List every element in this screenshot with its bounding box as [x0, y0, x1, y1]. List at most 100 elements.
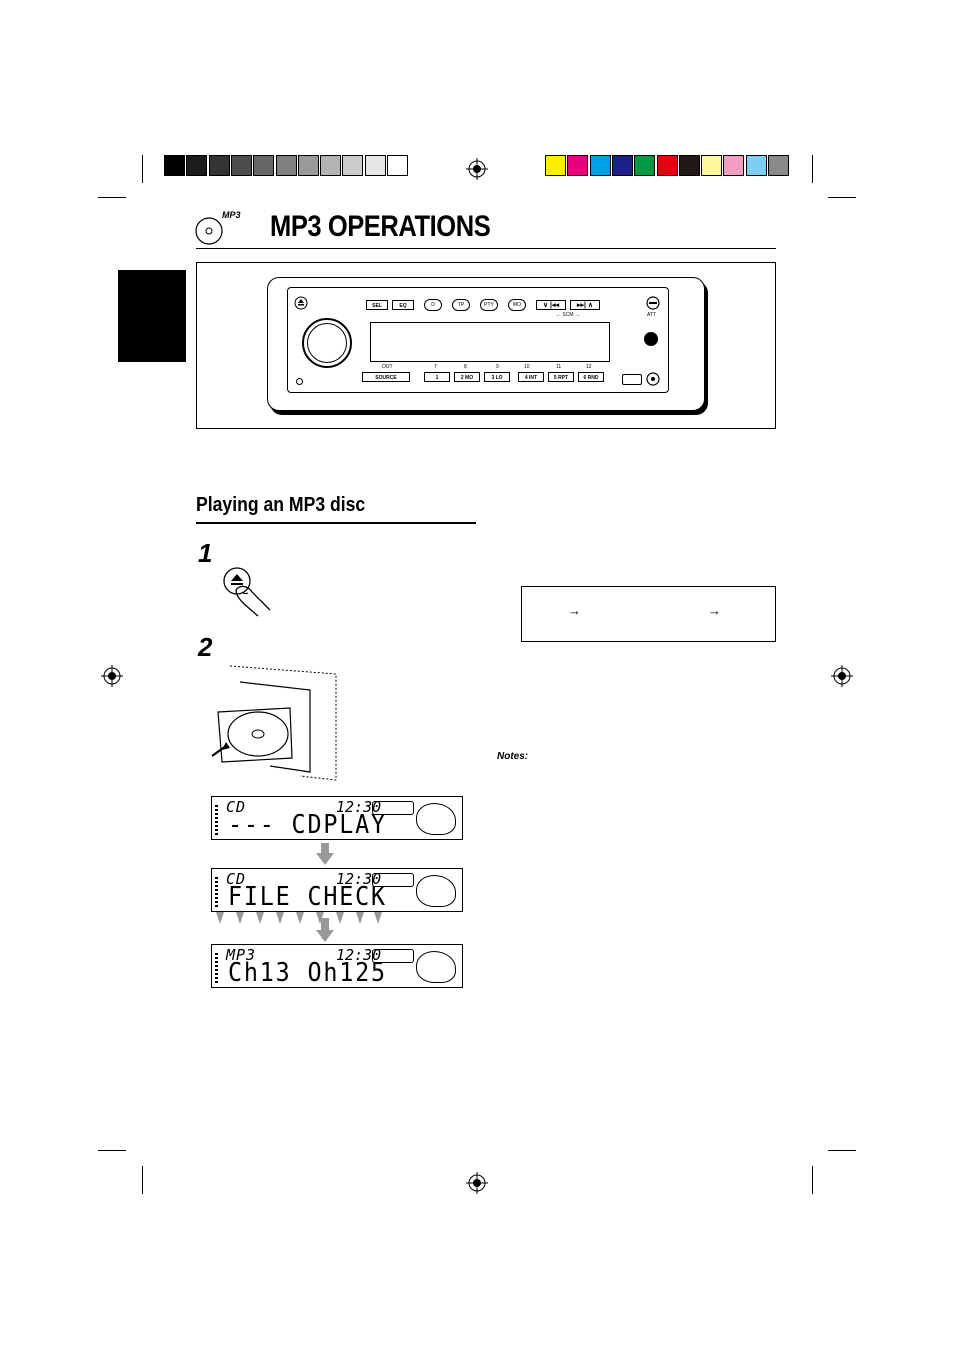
color-swatch	[656, 155, 678, 176]
crop-mark	[98, 1150, 126, 1151]
color-swatch	[208, 155, 230, 176]
preset-button-5: 5 RPT	[548, 372, 574, 382]
section-underline	[196, 522, 476, 524]
page-title: MP3 OPERATIONS	[270, 210, 491, 243]
d-button: D	[424, 299, 442, 311]
crop-mark	[98, 197, 126, 198]
color-swatch	[701, 155, 723, 176]
flow-down-arrow-head	[316, 930, 334, 942]
eject-icon	[294, 296, 308, 310]
lcd-main-text: --- CDPLAY	[228, 810, 387, 840]
lcd-main-text: Ch13 Oh125	[228, 958, 387, 988]
mp3-disc-logo: MP3	[194, 210, 252, 246]
preset-label: 7	[434, 364, 437, 370]
flow-arrow: →	[708, 603, 721, 618]
color-swatch	[186, 155, 208, 176]
level-meter	[215, 877, 218, 907]
indicator-led	[296, 378, 303, 385]
lcd-display-cdplay: CD 12:30 --- CDPLAY	[211, 796, 463, 840]
lcd-indicators	[372, 949, 414, 963]
lcd-clock: 12:30	[336, 946, 382, 964]
flow-arrow: →	[568, 603, 581, 618]
seek-up-button: ▸▸| ∧	[570, 300, 600, 310]
preset-label: 11	[556, 364, 562, 370]
att-label: ATT	[647, 312, 657, 318]
preset-label: 12	[586, 364, 592, 370]
color-swatch	[611, 155, 633, 176]
release-button-icon	[646, 372, 660, 386]
crop-mark	[828, 197, 856, 198]
source-flow-box: → →	[521, 586, 776, 642]
color-swatch	[387, 155, 408, 176]
disc-insert-icon	[211, 665, 337, 781]
eq-button: EQ	[392, 300, 414, 310]
aux-jack	[644, 332, 658, 346]
display-window	[370, 322, 610, 362]
color-swatch	[164, 155, 185, 176]
color-swatch	[545, 155, 566, 176]
preset-button-1: 1	[424, 372, 450, 382]
lcd-graphic-icon	[416, 951, 456, 983]
step-number-2: 2	[198, 632, 213, 662]
color-swatch	[634, 155, 656, 176]
tp-button: TP	[452, 299, 470, 311]
lcd-indicators	[372, 873, 414, 887]
disc-icon	[195, 217, 223, 245]
lcd-source-text: MP3	[226, 946, 257, 964]
crop-mark	[142, 155, 143, 183]
section-title: Playing an MP3 disc	[196, 494, 366, 516]
mp3-badge-text: MP3	[222, 210, 241, 220]
color-swatch	[342, 155, 364, 176]
crop-mark	[142, 1166, 143, 1194]
color-swatch	[364, 155, 386, 176]
lcd-source-text: CD	[226, 870, 247, 888]
title-underline	[196, 248, 776, 249]
lcd-clock: 12:30	[336, 870, 382, 888]
source-button: SOURCE	[362, 372, 410, 382]
registration-target-icon	[466, 158, 488, 180]
color-swatch	[723, 155, 745, 176]
control-panel: SEL EQ D TP PTY MO ∨ |◂◂ ▸▸| ∧ ← SCM → A…	[287, 287, 669, 393]
ir-sensor	[622, 374, 642, 385]
sel-button: SEL	[366, 300, 388, 310]
registration-target-icon	[831, 665, 853, 687]
color-swatch	[230, 155, 252, 176]
lcd-source-text: CD	[226, 798, 247, 816]
preset-label: 10	[524, 364, 530, 370]
color-swatch	[297, 155, 319, 176]
crop-mark	[828, 1150, 856, 1151]
lcd-clock: 12:30	[336, 798, 382, 816]
color-swatch	[589, 155, 611, 176]
color-swatch	[320, 155, 342, 176]
lcd-indicators	[372, 801, 414, 815]
step-number-1: 1	[198, 538, 213, 568]
disc-insert-illustration	[210, 662, 340, 782]
preset-label: 9	[496, 364, 499, 370]
flashing-indicators	[214, 912, 384, 926]
preset-button-4: 4 INT	[518, 372, 544, 382]
color-swatch	[567, 155, 589, 176]
flow-down-arrow	[321, 843, 329, 855]
section-side-tab	[118, 270, 186, 362]
color-swatch	[745, 155, 767, 176]
flow-down-arrow	[321, 918, 329, 932]
pty-button: PTY	[480, 299, 498, 311]
att-button-icon	[646, 296, 660, 310]
registration-target-icon	[466, 1172, 488, 1194]
crop-mark	[812, 1166, 813, 1194]
preset-button-6: 6 RND	[578, 372, 604, 382]
color-swatch	[275, 155, 297, 176]
lcd-display-mp3: MP3 12:30 Ch13 Oh125	[211, 944, 463, 988]
seek-label: ← SCM →	[556, 312, 580, 318]
out-label: OUT	[382, 364, 393, 370]
lcd-main-text: FILE CHECK	[228, 882, 387, 912]
mo-button: MO	[508, 299, 526, 311]
flash-marks-icon	[216, 912, 382, 924]
volume-knob-inner	[307, 323, 347, 363]
finger-pressing-eject-icon	[223, 567, 271, 617]
level-meter	[215, 805, 218, 835]
color-swatch	[768, 155, 789, 176]
head-unit-illustration: SEL EQ D TP PTY MO ∨ |◂◂ ▸▸| ∧ ← SCM → A…	[196, 262, 776, 429]
notes-label: Notes:	[497, 751, 529, 762]
lcd-graphic-icon	[416, 875, 456, 907]
